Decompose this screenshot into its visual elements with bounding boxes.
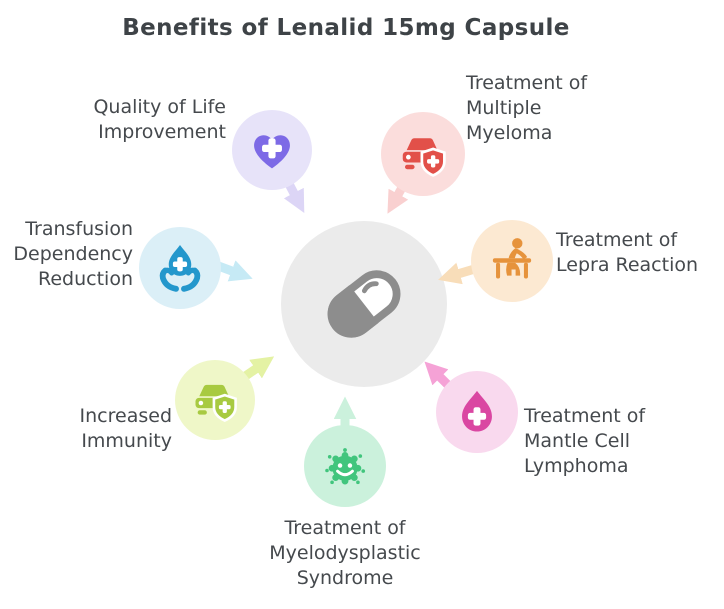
heart-plus-icon — [254, 135, 290, 169]
label-increased-immunity: Increased Immunity — [79, 405, 172, 452]
person-desk-icon — [492, 238, 532, 279]
label-lepra-reaction: Treatment of Lepra Reaction — [556, 229, 699, 276]
label-quality-of-life: Quality of Life Improvement — [93, 96, 226, 143]
bubble-multiple-myeloma — [381, 112, 465, 196]
drop-plus-icon — [462, 390, 492, 432]
hands-drop-icon — [159, 244, 201, 292]
ambulance-shield-icon — [402, 138, 446, 177]
bubble-myelodysplastic-syndrome — [304, 425, 386, 507]
germ-icon — [325, 448, 366, 485]
label-multiple-myeloma: Treatment of Multiple Myeloma — [466, 72, 588, 144]
bubble-transfusion-dependency — [139, 227, 221, 309]
page-title: Benefits of Lenalid 15mg Capsule — [122, 15, 570, 41]
label-myelodysplastic-syndrome: Treatment of Myelodysplastic Syndrome — [269, 517, 421, 589]
car-shield-icon — [195, 384, 237, 423]
bubble-quality-of-life — [232, 110, 312, 190]
bubble-mantle-cell-lymphoma — [436, 371, 518, 453]
label-mantle-cell-lymphoma: Treatment of Mantle Cell Lymphoma — [524, 405, 646, 477]
capsule-icon — [327, 270, 401, 338]
center-capsule-badge — [281, 221, 447, 387]
bubble-increased-immunity — [175, 360, 255, 440]
bubble-lepra-reaction — [471, 220, 553, 302]
capsule-icon-wrap — [304, 244, 424, 364]
label-transfusion-dependency: Transfusion Dependency Reduction — [13, 218, 133, 290]
